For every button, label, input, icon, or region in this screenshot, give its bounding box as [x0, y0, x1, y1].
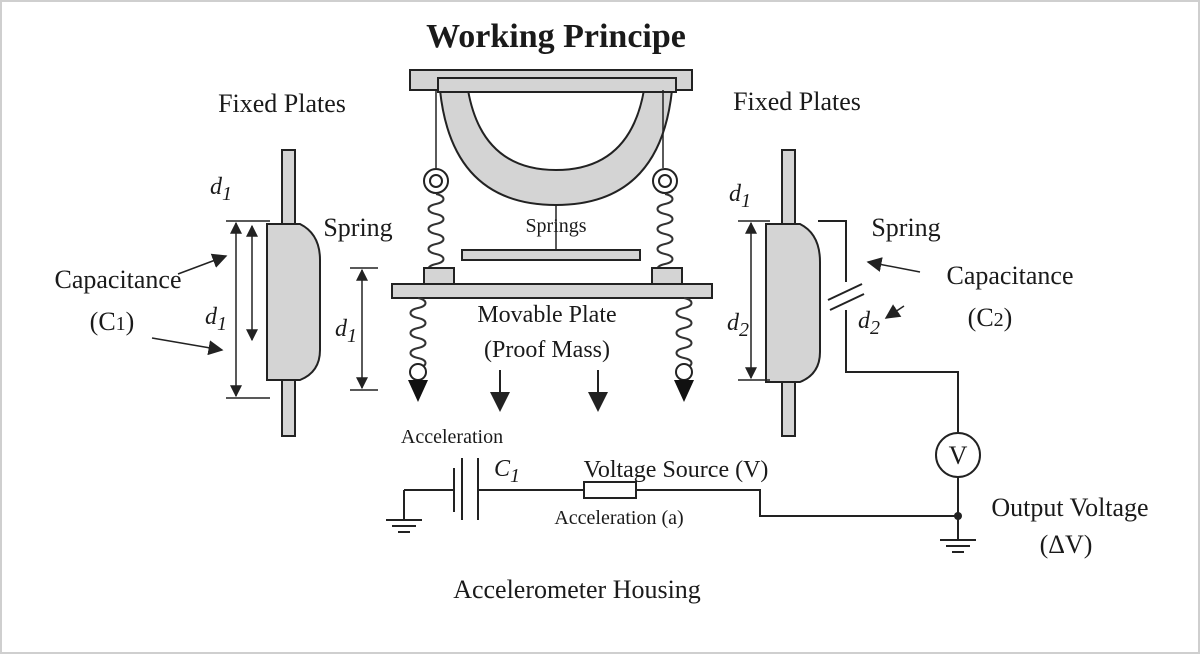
resistor-to-output-wire [636, 489, 958, 517]
proof-mass-label: (Proof Mass) [484, 337, 610, 363]
right-d2-cap: d2 [858, 308, 880, 339]
capacitance-right-label: Capacitance [946, 261, 1073, 290]
inner-plate [461, 249, 641, 261]
d2-cap-arrow [884, 304, 905, 319]
right-ground-icon [940, 539, 976, 553]
c2-right-label: (C2) [968, 303, 1013, 332]
right-dimension-lines [738, 220, 770, 381]
left-d1-mid: d1 [205, 304, 227, 335]
right-pulley [652, 168, 678, 194]
c1-capacitor-symbol [453, 458, 479, 520]
left-pulley [423, 168, 449, 194]
left-upper-spring [427, 193, 445, 275]
center-d1: d1 [335, 316, 357, 347]
right-lower-pulley-arrow [674, 363, 694, 402]
diagram-title: Working Principe [426, 18, 686, 55]
left-d1-top: d1 [210, 174, 232, 205]
delta-v-label: (ΔV) [1040, 530, 1093, 559]
c1-capacitor-label: C1 [494, 456, 520, 487]
right-d1-top: d1 [729, 181, 751, 212]
left-lower-spring [409, 297, 427, 369]
right-d2-mid: d2 [727, 310, 749, 341]
left-fixed-plate [266, 149, 321, 437]
left-ground-icon [386, 490, 422, 533]
voltage-source-resistor [583, 481, 637, 499]
right-fixed-plate [765, 149, 821, 437]
spring-right-label: Spring [871, 213, 940, 242]
capacitance-left-arrow-2 [151, 337, 224, 356]
fixed-plates-left-label: Fixed Plates [218, 89, 346, 118]
movable-plate [391, 283, 713, 299]
right-capacitor-circuit [818, 220, 959, 432]
c1-left-label: (C1) [90, 307, 135, 336]
movable-plate-label: Movable Plate [477, 302, 616, 328]
acceleration-label: Acceleration [401, 426, 503, 448]
output-voltage-label: Output Voltage [991, 493, 1148, 522]
accelerometer-housing-label: Accelerometer Housing [453, 575, 701, 604]
right-lower-spring [675, 297, 693, 369]
spring-left-label: Spring [323, 213, 392, 242]
left-dimension-lines [226, 220, 270, 399]
voltage-source-label: Voltage Source (V) [584, 457, 769, 483]
center-dimension-lines [350, 267, 378, 391]
capacitance-left-arrow-1 [177, 253, 228, 275]
acceleration-a-label: Acceleration (a) [554, 507, 683, 529]
u-shaped-housing [409, 69, 693, 207]
left-lower-pulley-arrow [408, 363, 428, 402]
capacitance-left-label: Capacitance [54, 265, 181, 294]
voltmeter-symbol: V [949, 441, 968, 470]
capacitance-right-arrow [866, 257, 921, 273]
fixed-plates-right-label: Fixed Plates [733, 87, 861, 116]
right-upper-spring [656, 193, 674, 275]
